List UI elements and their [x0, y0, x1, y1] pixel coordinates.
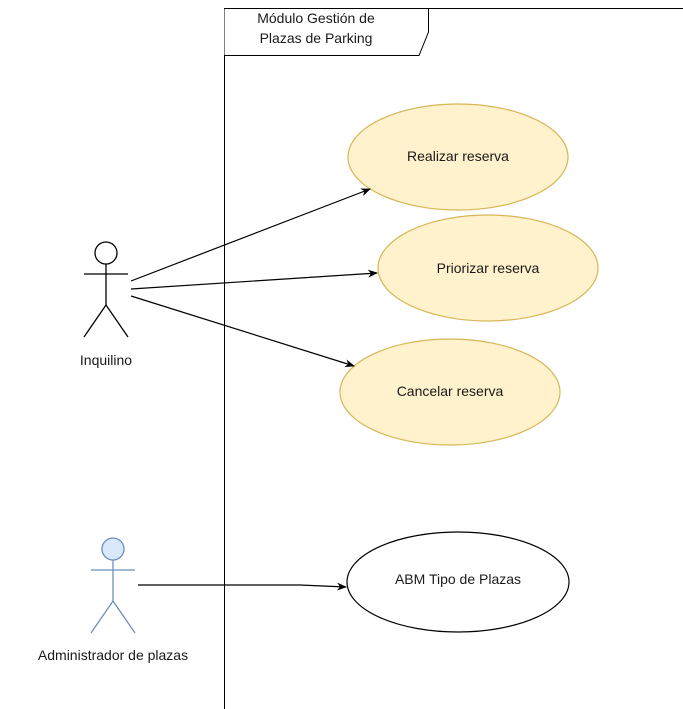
use-case-abm-tipo-de-plazas[interactable]	[346, 531, 570, 633]
actor-label-administrador: Administrador de plazas	[37, 647, 189, 663]
use-case-label-priorizar: Priorizar reserva	[436, 260, 540, 276]
system-frame	[224, 8, 683, 709]
actor-head-icon	[101, 537, 125, 561]
use-case-label-abm: ABM Tipo de Plazas	[394, 571, 522, 587]
actor-label-inquilino: Inquilino	[79, 352, 133, 368]
actor-administrador[interactable]	[90, 537, 136, 634]
actor-left-leg	[90, 600, 114, 634]
association-inquilino-realizar	[130, 188, 371, 282]
association-admin-abm	[138, 582, 347, 591]
use-case-label-cancelar: Cancelar reserva	[396, 383, 504, 399]
frame-title: Módulo Gestión de Plazas de Parking	[257, 10, 375, 46]
use-case-realizar-reserva[interactable]	[347, 103, 569, 211]
association-inquilino-priorizar	[130, 269, 378, 290]
actor-left-leg	[83, 304, 107, 338]
frame-title-tab	[224, 8, 429, 56]
association-inquilino-cancelar	[130, 295, 355, 368]
actor-right-leg	[112, 600, 136, 634]
actor-inquilino[interactable]	[83, 241, 129, 338]
actor-right-leg	[105, 304, 129, 338]
use-case-cancelar-reserva[interactable]	[339, 338, 561, 446]
actor-head-icon	[94, 241, 118, 265]
use-case-label-realizar: Realizar reserva	[407, 148, 509, 164]
use-case-priorizar-reserva[interactable]	[377, 214, 599, 322]
